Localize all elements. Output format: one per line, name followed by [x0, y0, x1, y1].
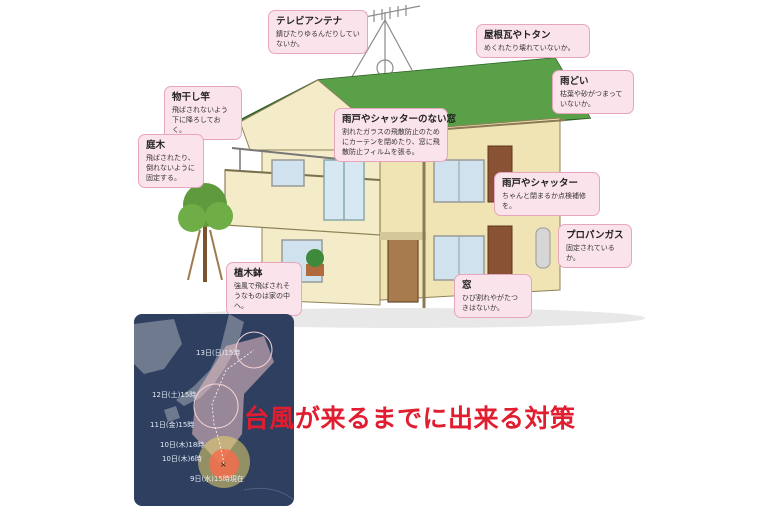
callout-title: 雨どい — [560, 76, 589, 87]
callout-desc: 割れたガラスの飛散防止のためにカーテンを閉めたり、窓に飛散防止フィルムを張る。 — [342, 128, 440, 156]
callout-window-no-shutter: 雨戸やシャッターのない窓 割れたガラスの飛散防止のためにカーテンを閉めたり、窓に… — [334, 108, 457, 162]
callout-desc: 強風で飛ばされそうなものは家の中へ。 — [234, 282, 290, 310]
callout-gutter: 雨どい 枯葉や砂がつまっていないか。 — [552, 70, 634, 114]
map-label: 11日(金)15時 — [150, 421, 195, 429]
headline: 台風が来るまでに出来る対策 — [244, 404, 576, 433]
callout-planter: 植木鉢 強風で飛ばされそうなものは家の中へ。 — [226, 262, 302, 316]
callout-title: 雨戸やシャッターのない窓 — [342, 114, 457, 125]
callout-desc: 固定されているか。 — [566, 244, 615, 262]
garden-tree-icon — [178, 183, 233, 282]
callout-title: 窓 — [462, 280, 472, 291]
callout-window: 窓 ひび割れやがたつきはないか。 — [454, 274, 532, 318]
map-label: 12日(土)15時 — [152, 391, 197, 399]
callout-title: テレビアンテナ — [276, 16, 343, 27]
typhoon-forecast-map: × 13日(日)15時 12日(土)15時 11日(金)15時 10日(木)18… — [134, 314, 294, 506]
callout-clothes-pole: 物干し竿 飛ばされないよう下に降ろしておく。 — [164, 86, 242, 140]
callout-roof: 屋根瓦やトタン めくれたり壊れていないか。 — [476, 24, 590, 58]
map-label: 10日(木)6時 — [162, 455, 202, 463]
callout-title: 雨戸やシャッター — [502, 178, 579, 189]
japan-landmass — [176, 314, 244, 406]
callout-desc: ひび割れやがたつきはないか。 — [462, 294, 518, 312]
planter-icon — [306, 264, 324, 276]
callout-propane: プロパンガス 固定されているか。 — [558, 224, 632, 268]
map-label: 10日(木)18時 — [160, 441, 205, 449]
clothes-pole-icon — [231, 147, 349, 161]
map-label: 9日(水)15時現在 — [190, 475, 244, 483]
callout-title: 屋根瓦やトタン — [484, 30, 551, 41]
callout-title: プロパンガス — [566, 230, 624, 241]
callout-desc: 飛ばされないよう下に降ろしておく。 — [172, 106, 228, 134]
callout-shutter: 雨戸やシャッター ちゃんと閉まるか点検補修を。 — [494, 172, 600, 216]
callout-title: 物干し竿 — [172, 92, 211, 103]
callout-desc: めくれたり壊れていないか。 — [484, 44, 575, 52]
callout-garden-tree: 庭木 飛ばされたり、倒れないように固定する。 — [138, 134, 204, 188]
map-label: 13日(日)15時 — [196, 349, 241, 357]
callout-title: 植木鉢 — [234, 268, 263, 279]
front-door — [387, 237, 419, 303]
callout-desc: 錆びたりゆるんだりしていないか。 — [276, 30, 360, 48]
callout-desc: 枯葉や砂がつまっていないか。 — [560, 90, 623, 108]
svg-text:×: × — [220, 460, 227, 469]
callout-tv-antenna: テレビアンテナ 錆びたりゆるんだりしていないか。 — [268, 10, 368, 54]
callout-title: 庭木 — [146, 140, 166, 151]
callout-desc: 飛ばされたり、倒れないように固定する。 — [146, 154, 195, 182]
propane-tank-icon — [535, 227, 551, 269]
callout-desc: ちゃんと閉まるか点検補修を。 — [502, 192, 586, 210]
map-graphic: × — [134, 314, 294, 501]
